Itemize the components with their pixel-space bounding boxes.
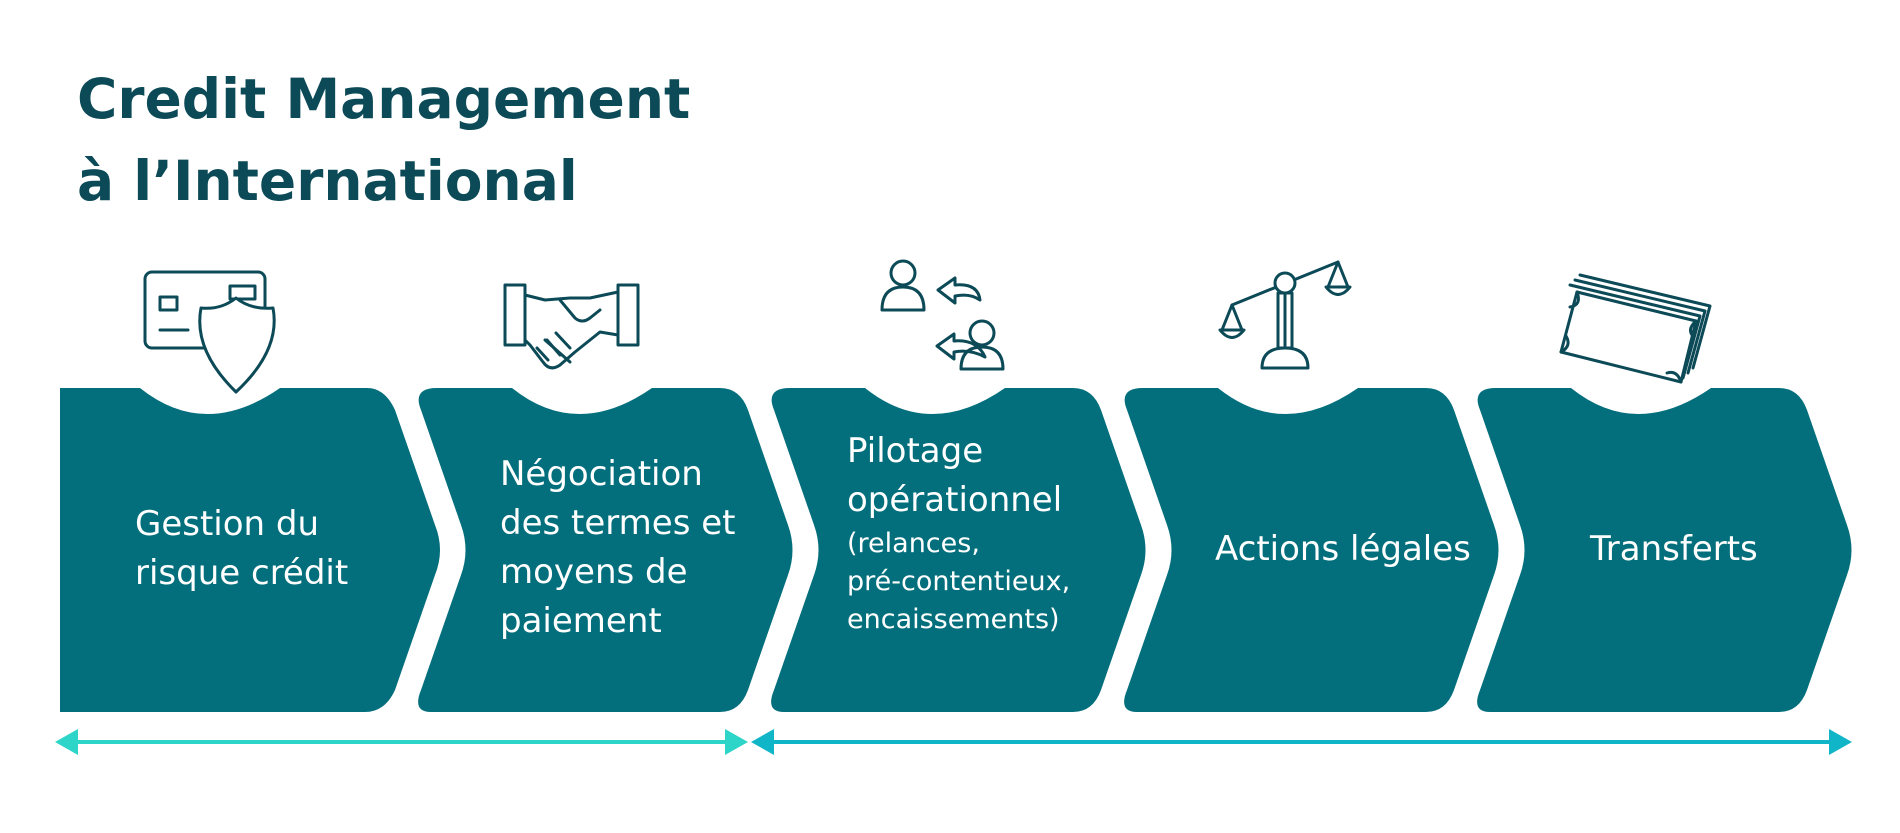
step-5-text: Transferts <box>1590 525 1758 574</box>
step-2-text: Négociation des termes et moyens de paie… <box>500 450 735 646</box>
step-3-line-2: opérationnel <box>847 480 1063 520</box>
phase-arrow-left <box>55 729 748 755</box>
step-3-chevron <box>771 388 1146 712</box>
step-3-sub-3: encaissements) <box>847 604 1060 635</box>
step-2-line-2: des termes et <box>500 503 736 543</box>
title-line-2: à l’International <box>77 149 578 213</box>
step-2-line-4: paiement <box>500 601 662 641</box>
step-2-line-3: moyens de <box>500 552 688 592</box>
step-2-chevron <box>418 388 793 712</box>
step-1-text: Gestion du risque crédit <box>135 500 348 598</box>
step-3-line-1: Pilotage <box>847 431 984 471</box>
scales-icon <box>1218 260 1352 370</box>
handshake-icon <box>503 283 640 370</box>
step-4-text: Actions légales <box>1215 525 1471 574</box>
step-3-sub-1: (relances, <box>847 528 980 559</box>
step-1-line-2: risque crédit <box>135 553 349 593</box>
step-4-line-1: Actions légales <box>1215 529 1471 569</box>
title-line-1: Credit Management <box>77 67 691 131</box>
step-5-line-1: Transferts <box>1590 529 1758 569</box>
step-1-chevron <box>60 388 440 712</box>
step-3-sub-2: pré-contentieux, <box>847 566 1071 597</box>
phase-arrow-right <box>751 729 1852 755</box>
step-5-chevron <box>1477 388 1852 712</box>
step-1-line-1: Gestion du <box>135 504 320 544</box>
diagram-title: Credit Management à l’International <box>77 58 690 222</box>
step-4-chevron <box>1124 388 1499 712</box>
step-2-line-1: Négociation <box>500 454 703 494</box>
step-3-text: Pilotage opérationnel (relances, pré-con… <box>847 427 1070 639</box>
people-exchange-icon <box>880 259 1005 371</box>
banknotes-icon <box>1559 273 1712 384</box>
shield-card-icon <box>143 270 276 394</box>
